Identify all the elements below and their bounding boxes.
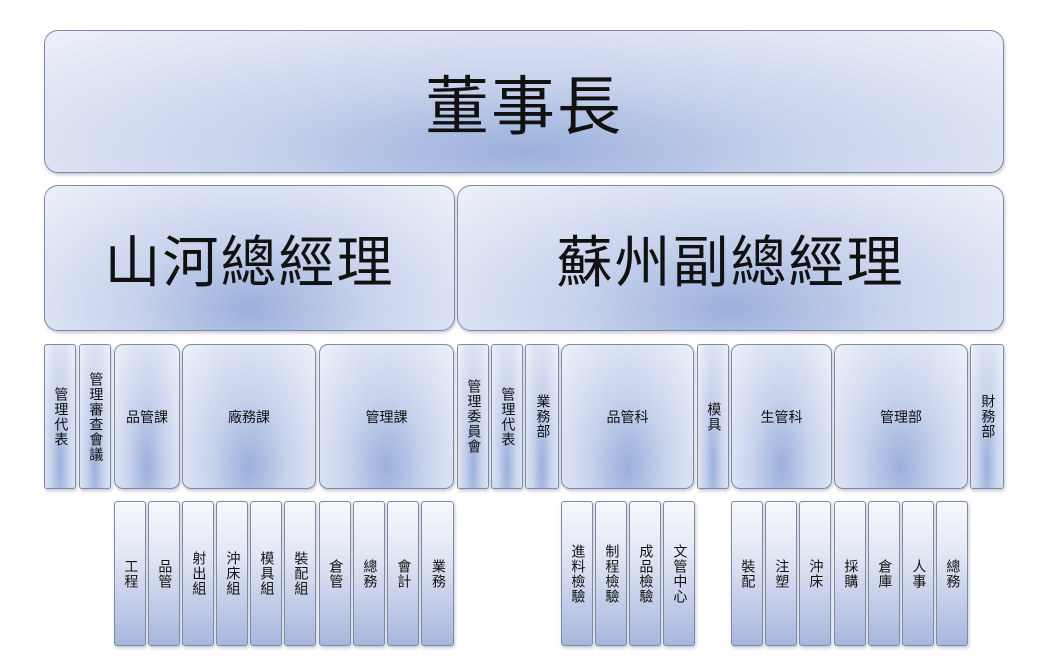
mold-box: 模具 bbox=[697, 344, 729, 489]
production-section-box: 生管科 bbox=[731, 344, 832, 489]
mgmt-division-box: 管理部 bbox=[834, 344, 968, 489]
qc-section-label: 品管科 bbox=[606, 409, 649, 426]
unit-label: 總務 bbox=[361, 558, 378, 589]
unit-label: 進料檢驗 bbox=[569, 543, 586, 604]
mgmt-dept-label: 管理課 bbox=[365, 409, 408, 426]
unit-label: 文管中心 bbox=[671, 543, 688, 604]
factory-dept-label: 廠務課 bbox=[228, 409, 270, 426]
mold-label: 模具 bbox=[705, 401, 722, 432]
suzhou-deputy-general-manager-label: 蘇州副總經理 bbox=[556, 230, 905, 296]
unit-label: 採購 bbox=[842, 558, 859, 589]
factory-dept-box: 廠務課 bbox=[182, 344, 316, 489]
unit-box: 採購 bbox=[834, 501, 866, 646]
suzhou-deputy-general-manager-box: 蘇州副總經理 bbox=[457, 185, 1004, 331]
unit-box: 會計 bbox=[387, 501, 419, 646]
mgmt-rep-label-1: 管理代表 bbox=[52, 386, 69, 447]
unit-label: 工程 bbox=[122, 558, 139, 589]
qc-dept-label: 品管課 bbox=[126, 409, 168, 426]
qc-dept-box: 品管課 bbox=[114, 344, 180, 489]
mgmt-review-meeting-box: 管理審查會議 bbox=[79, 344, 111, 489]
unit-label: 倉管 bbox=[327, 558, 344, 589]
unit-box: 業務 bbox=[421, 501, 454, 646]
unit-label: 模具組 bbox=[258, 551, 275, 596]
unit-label: 沖床 bbox=[807, 558, 824, 589]
unit-label: 倉庫 bbox=[876, 558, 893, 589]
unit-label: 制程檢驗 bbox=[603, 543, 620, 604]
unit-box: 人事 bbox=[902, 501, 934, 646]
mgmt-dept-box: 管理課 bbox=[319, 344, 454, 489]
unit-box: 工程 bbox=[114, 501, 146, 646]
mgmt-committee-box: 管理委員會 bbox=[457, 344, 489, 489]
unit-box: 注塑 bbox=[765, 501, 797, 646]
mgmt-rep-label-2: 管理代表 bbox=[499, 386, 516, 447]
chairman-label: 董事長 bbox=[425, 70, 623, 145]
unit-box: 成品檢驗 bbox=[629, 501, 661, 646]
unit-box: 沖床 bbox=[799, 501, 831, 646]
unit-box: 沖床組 bbox=[216, 501, 248, 646]
production-section-label: 生管科 bbox=[760, 409, 803, 426]
business-dept-box: 業務部 bbox=[525, 344, 559, 489]
unit-label: 業務 bbox=[429, 558, 446, 589]
unit-label: 會計 bbox=[395, 558, 412, 589]
chairman-box: 董事長 bbox=[44, 30, 1004, 173]
unit-box: 倉庫 bbox=[868, 501, 900, 646]
unit-box: 文管中心 bbox=[663, 501, 695, 646]
unit-box: 進料檢驗 bbox=[561, 501, 593, 646]
mgmt-rep-box-1: 管理代表 bbox=[44, 344, 76, 489]
unit-box: 射出組 bbox=[182, 501, 214, 646]
business-dept-label: 業務部 bbox=[534, 394, 551, 439]
finance-dept-box: 財務部 bbox=[970, 344, 1004, 489]
unit-box: 制程檢驗 bbox=[595, 501, 627, 646]
mgmt-committee-label: 管理委員會 bbox=[465, 379, 482, 454]
unit-label: 成品檢驗 bbox=[637, 543, 654, 604]
unit-box: 模具組 bbox=[250, 501, 282, 646]
unit-label: 沖床組 bbox=[224, 551, 241, 596]
unit-label: 品管 bbox=[156, 558, 173, 589]
mgmt-review-meeting-label: 管理審查會議 bbox=[87, 371, 104, 462]
mgmt-division-label: 管理部 bbox=[880, 409, 922, 426]
unit-label: 人事 bbox=[910, 558, 927, 589]
unit-box: 品管 bbox=[148, 501, 180, 646]
qc-section-box: 品管科 bbox=[561, 344, 694, 489]
unit-label: 裝配 bbox=[739, 558, 756, 589]
unit-label: 射出組 bbox=[190, 551, 207, 596]
mgmt-rep-box-2: 管理代表 bbox=[491, 344, 523, 489]
unit-label: 裝配組 bbox=[292, 551, 309, 596]
unit-box: 總務 bbox=[353, 501, 385, 646]
shanhe-general-manager-box: 山河總經理 bbox=[44, 185, 455, 331]
shanhe-general-manager-label: 山河總經理 bbox=[104, 230, 395, 296]
finance-dept-label: 財務部 bbox=[979, 394, 996, 439]
unit-box: 裝配組 bbox=[284, 501, 316, 646]
unit-box: 總務 bbox=[936, 501, 968, 646]
unit-box: 裝配 bbox=[731, 501, 763, 646]
unit-label: 注塑 bbox=[773, 558, 790, 589]
unit-box: 倉管 bbox=[319, 501, 351, 646]
unit-label: 總務 bbox=[944, 558, 961, 589]
